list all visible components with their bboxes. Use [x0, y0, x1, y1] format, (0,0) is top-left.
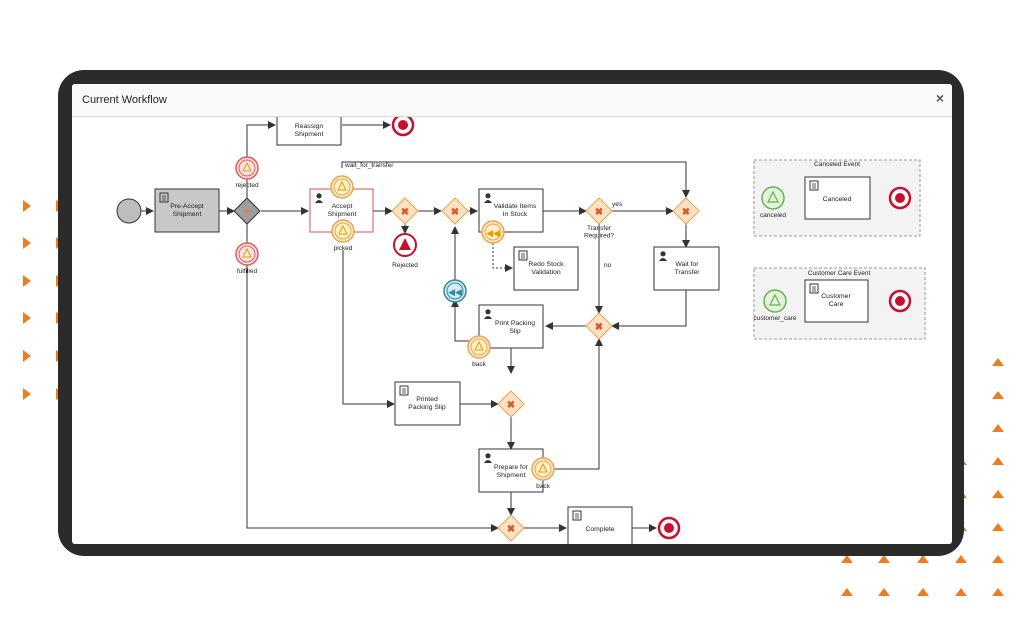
- signal-icon: [769, 293, 781, 306]
- task-complete[interactable]: Complete: [567, 506, 633, 544]
- back-label-2: back: [536, 483, 550, 490]
- canceled-event-label: canceled: [760, 212, 786, 219]
- start-event[interactable]: [116, 198, 142, 224]
- compensation-icon: ◀◀: [448, 287, 462, 297]
- signal-icon: [474, 340, 484, 351]
- rejected-end-label: Rejected: [392, 262, 418, 269]
- plus-icon: +: [244, 206, 250, 218]
- close-icon[interactable]: ×: [935, 90, 944, 106]
- compensation-icon: ◀◀: [486, 228, 500, 238]
- gateway-transfer-required[interactable]: ✖: [585, 197, 613, 225]
- gateway-4[interactable]: ✖: [672, 197, 700, 225]
- yes-label: yes: [612, 201, 623, 208]
- signal-icon: [338, 224, 348, 235]
- gateway-parallel[interactable]: +: [233, 197, 261, 225]
- customer-care-event-title: Customer Care Event: [808, 270, 871, 277]
- end-event-customer-care[interactable]: [888, 289, 912, 313]
- customer-care-start-event[interactable]: [763, 289, 787, 313]
- workflow-diagram: Canceled Event Customer Care Event Reass…: [116, 117, 926, 544]
- picked-boundary-event[interactable]: [331, 219, 355, 243]
- x-icon: ✖: [595, 207, 603, 218]
- signal-icon: [242, 161, 252, 172]
- end-event-complete[interactable]: [657, 516, 681, 540]
- x-icon: ✖: [507, 524, 515, 535]
- print-back-boundary-event[interactable]: [467, 335, 491, 359]
- customer-care-event-label: customer_care: [754, 315, 797, 322]
- window-titlebar: Current Workflow ×: [72, 84, 952, 117]
- end-event-canceled[interactable]: [888, 186, 912, 210]
- task-label: Complete: [585, 526, 614, 533]
- flow-edges: [141, 121, 889, 532]
- x-icon: ✖: [401, 207, 409, 218]
- canceled-event-title: Canceled Event: [814, 161, 860, 168]
- rejected-label: rejected: [235, 182, 259, 189]
- task-canceled[interactable]: Canceled: [804, 176, 871, 220]
- timer-intermediate-event[interactable]: ◀◀: [443, 279, 467, 303]
- rejected-boundary-event[interactable]: [235, 156, 259, 180]
- picked-label: picked: [334, 245, 353, 252]
- x-icon: ✖: [682, 207, 690, 218]
- task-label: Canceled: [823, 196, 852, 203]
- gateway-2[interactable]: ✖: [441, 197, 469, 225]
- prepare-back-boundary-event[interactable]: [531, 457, 555, 481]
- gateway-6[interactable]: ✖: [497, 390, 525, 418]
- x-icon: ✖: [507, 400, 515, 411]
- x-icon: ✖: [595, 322, 603, 333]
- back-label-1: back: [472, 361, 486, 368]
- gateway-1[interactable]: ✖: [391, 197, 419, 225]
- end-event-rejected[interactable]: [393, 233, 417, 257]
- wait-for-transfer-label: wait_for_transfer: [344, 162, 394, 169]
- fulfilled-label: fulfilled: [237, 268, 258, 275]
- window-title: Current Workflow: [82, 94, 167, 106]
- canceled-start-event[interactable]: [761, 186, 785, 210]
- workflow-window: Current Workflow ×: [72, 84, 952, 544]
- fulfilled-boundary-event[interactable]: [235, 242, 259, 266]
- gateway-5[interactable]: ✖: [585, 312, 613, 340]
- error-icon: [399, 238, 411, 250]
- end-event-reassign[interactable]: [391, 117, 415, 137]
- signal-icon: [337, 180, 347, 191]
- signal-icon: [767, 190, 779, 203]
- no-label: no: [604, 262, 612, 269]
- gateway-7[interactable]: ✖: [497, 514, 525, 542]
- validate-boundary-event[interactable]: ◀◀: [481, 220, 505, 244]
- x-icon: ✖: [451, 207, 459, 218]
- accept-top-boundary-event[interactable]: [330, 175, 354, 199]
- signal-icon: [538, 462, 548, 473]
- signal-icon: [242, 247, 252, 258]
